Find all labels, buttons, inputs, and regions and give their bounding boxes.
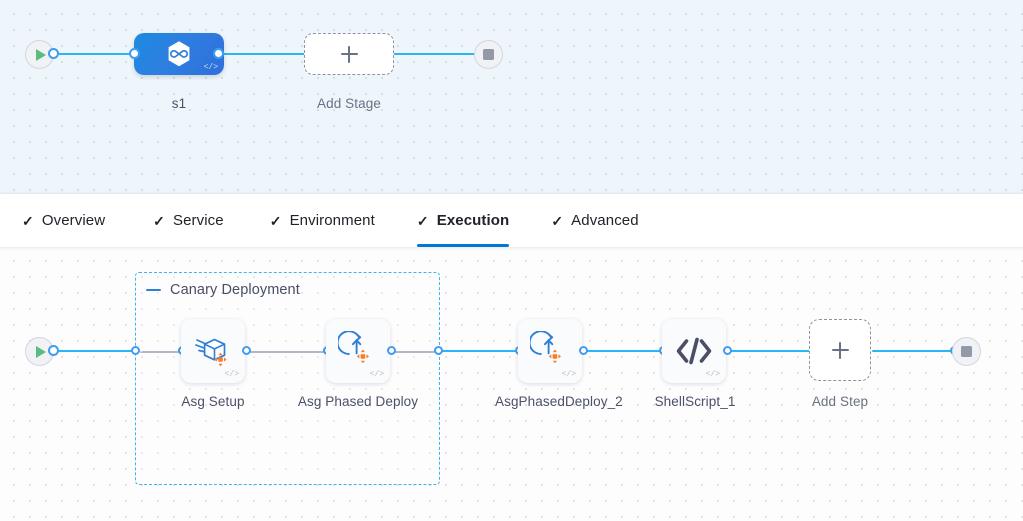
tab-environment-label: Environment [289, 212, 375, 229]
connector-dot-shellscript-out[interactable] [723, 346, 732, 355]
plus-icon [340, 45, 358, 63]
step-label-asg-phased-deploy-2: AsgPhasedDeploy_2 [495, 394, 623, 409]
tab-list: ✓ Overview ✓ Service ✓ Environment ✓ Exe… [22, 194, 687, 247]
stop-icon [961, 346, 972, 357]
step-label-asg-phased-deploy: Asg Phased Deploy [297, 394, 419, 409]
wire-shellscript-to-addstep [728, 350, 810, 352]
asg-setup-package-icon [195, 338, 227, 367]
step-card-shellscript-1[interactable]: </> [662, 319, 726, 383]
wire-addstep-to-end [872, 350, 956, 352]
plus-icon [831, 341, 849, 359]
stage-tabbar: ✓ Overview ✓ Service ✓ Environment ✓ Exe… [0, 194, 1023, 247]
add-step-button[interactable] [809, 319, 871, 381]
tab-overview-label: Overview [41, 212, 106, 229]
step-code-badge: </> [369, 370, 384, 379]
step-label-shellscript-1: ShellScript_1 [654, 394, 736, 409]
wire-group-entry-to-asgsetup [140, 351, 185, 353]
wire-addstage-to-end [388, 53, 483, 55]
add-stage-label: Add Stage [317, 96, 381, 111]
wire-group-to-asgphased2 [440, 350, 520, 352]
play-icon [36, 345, 46, 358]
step-label-asg-setup: Asg Setup [181, 394, 245, 409]
end-node[interactable] [474, 40, 503, 69]
minus-icon[interactable] [146, 288, 161, 292]
tab-service[interactable]: ✓ Service [153, 194, 224, 247]
connector-dot-asgphased2-out[interactable] [579, 346, 588, 355]
shell-script-code-icon [676, 337, 712, 365]
connector-dot-group-exit[interactable] [434, 346, 443, 355]
wire-start-to-stage [50, 53, 140, 55]
add-step-label: Add Step [811, 394, 869, 409]
stop-icon [483, 49, 494, 60]
stage-node-s1[interactable]: </> [134, 33, 224, 75]
check-icon: ✓ [551, 212, 564, 229]
step-card-asg-phased-deploy[interactable]: </> [326, 319, 390, 383]
step-code-badge: </> [561, 370, 576, 379]
group-title-label: Canary Deployment [170, 282, 300, 298]
wire-asgsetup-to-asgphased [247, 351, 329, 353]
stage-label-s1: s1 [171, 96, 187, 111]
connector-dot-group-entry[interactable] [131, 346, 140, 355]
tab-environment[interactable]: ✓ Environment [270, 194, 375, 247]
tab-advanced-label: Advanced [571, 212, 639, 229]
step-card-asg-phased-deploy-2[interactable]: </> [518, 319, 582, 383]
wire-asgphased2-to-shellscript [585, 350, 667, 352]
step-code-badge: </> [224, 370, 239, 379]
group-header-canary[interactable]: Canary Deployment [146, 282, 300, 298]
tab-advanced[interactable]: ✓ Advanced [551, 194, 638, 247]
active-tab-underline [416, 244, 510, 247]
harness-cd-hexagon-icon [168, 41, 190, 67]
play-icon [36, 48, 46, 61]
connector-dot-exec-start[interactable] [48, 345, 59, 356]
connector-dot-stage-in[interactable] [129, 48, 140, 59]
wire-start-to-group [50, 350, 138, 352]
step-group-canary-deployment[interactable] [135, 272, 440, 485]
connector-dot-asgsetup-out[interactable] [242, 346, 251, 355]
check-icon: ✓ [153, 212, 165, 229]
asg-phased-deploy-icon [530, 331, 561, 364]
check-icon: ✓ [416, 212, 429, 229]
end-node[interactable] [952, 337, 981, 366]
stage-code-badge: </> [203, 63, 218, 72]
wire-stage-to-addstage [218, 53, 313, 55]
add-stage-button[interactable] [304, 33, 394, 75]
step-card-asg-setup[interactable]: </> [181, 319, 245, 383]
check-icon: ✓ [269, 212, 282, 229]
connector-dot-start[interactable] [48, 48, 59, 59]
tab-execution-label: Execution [436, 212, 510, 229]
execution-canvas[interactable]: Canary Deployment [0, 247, 1023, 521]
tab-overview[interactable]: ✓ Overview [22, 194, 105, 247]
connector-dot-stage-out[interactable] [213, 48, 224, 59]
connector-dot-asgphased-out[interactable] [387, 346, 396, 355]
check-icon: ✓ [22, 212, 34, 229]
step-code-badge: </> [705, 370, 720, 379]
tab-execution[interactable]: ✓ Execution [416, 194, 510, 247]
stage-canvas[interactable]: </> s1 Add Stage [0, 0, 1023, 194]
tab-service-label: Service [173, 212, 224, 229]
wire-asgphased-to-group-exit [392, 351, 439, 353]
asg-phased-deploy-icon [338, 331, 369, 364]
